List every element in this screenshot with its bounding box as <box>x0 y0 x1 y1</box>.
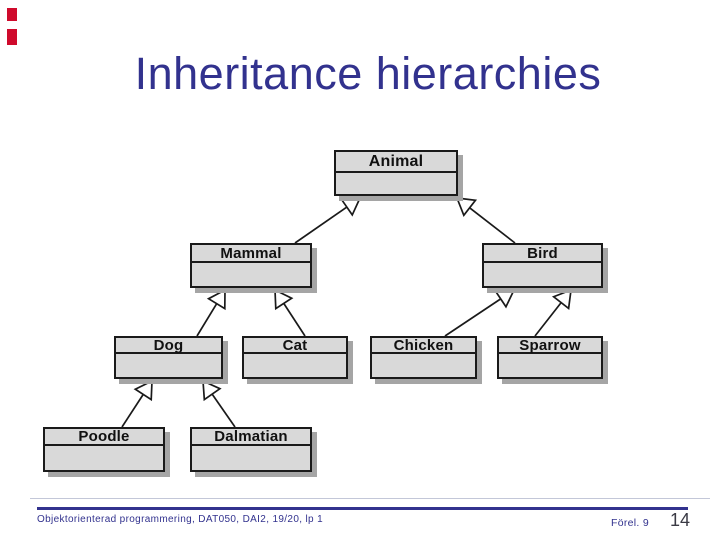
inheritance-edge-dalmatian-dog <box>202 379 236 428</box>
class-body-compartment <box>192 446 310 470</box>
class-box-sparrow: Sparrow <box>497 336 603 379</box>
inheritance-edge-chicken-bird <box>444 289 516 337</box>
generalization-arrowhead <box>133 379 153 402</box>
class-body-compartment <box>244 354 346 377</box>
class-name-dalmatian: Dalmatian <box>192 428 310 446</box>
footer-lecture-number: Förel. 9 <box>611 517 649 529</box>
class-name-chicken: Chicken <box>372 337 475 354</box>
class-body-compartment <box>192 263 310 286</box>
class-name-mammal: Mammal <box>192 245 310 263</box>
footer-divider <box>37 507 688 510</box>
inheritance-edge-bird-animal <box>455 196 516 244</box>
class-body-compartment <box>372 354 475 377</box>
generalization-arrowhead <box>339 197 362 217</box>
generalization-arrowhead <box>274 288 294 311</box>
inheritance-edge-cat-mammal <box>274 288 306 337</box>
class-box-mammal: Mammal <box>190 243 312 288</box>
class-body-compartment <box>116 354 221 377</box>
footer-thin-divider <box>30 498 710 499</box>
inheritance-edge-sparrow-bird <box>534 288 573 337</box>
generalization-arrowhead <box>493 289 516 309</box>
class-box-dog: Dog <box>114 336 223 379</box>
class-name-sparrow: Sparrow <box>499 337 601 354</box>
class-box-animal: Animal <box>334 150 458 196</box>
generalization-arrowhead <box>551 288 573 311</box>
footer-page-number: 14 <box>670 510 691 530</box>
generalization-arrowhead <box>206 288 226 311</box>
generalization-arrowhead <box>455 196 478 218</box>
class-box-poodle: Poodle <box>43 427 165 472</box>
class-box-dalmatian: Dalmatian <box>190 427 312 472</box>
footer-course-info: Objektorienterad programmering, DAT050, … <box>37 514 324 525</box>
class-body-compartment <box>336 173 456 194</box>
class-name-dog: Dog <box>116 337 221 354</box>
inheritance-edge-poodle-dog <box>121 379 153 428</box>
class-name-animal: Animal <box>336 152 456 173</box>
red-accent-mark <box>7 29 17 45</box>
class-box-cat: Cat <box>242 336 348 379</box>
red-accent-mark <box>7 8 17 21</box>
class-name-cat: Cat <box>244 337 346 354</box>
class-name-poodle: Poodle <box>45 428 163 446</box>
class-name-bird: Bird <box>484 245 601 263</box>
class-body-compartment <box>484 263 601 286</box>
class-body-compartment <box>499 354 601 377</box>
class-box-chicken: Chicken <box>370 336 477 379</box>
inheritance-edge-dog-mammal <box>196 288 226 337</box>
inheritance-edge-mammal-animal <box>294 197 362 244</box>
generalization-arrowhead <box>202 379 222 402</box>
class-body-compartment <box>45 446 163 470</box>
class-box-bird: Bird <box>482 243 603 288</box>
slide-title: Inheritance hierarchies <box>134 48 602 99</box>
